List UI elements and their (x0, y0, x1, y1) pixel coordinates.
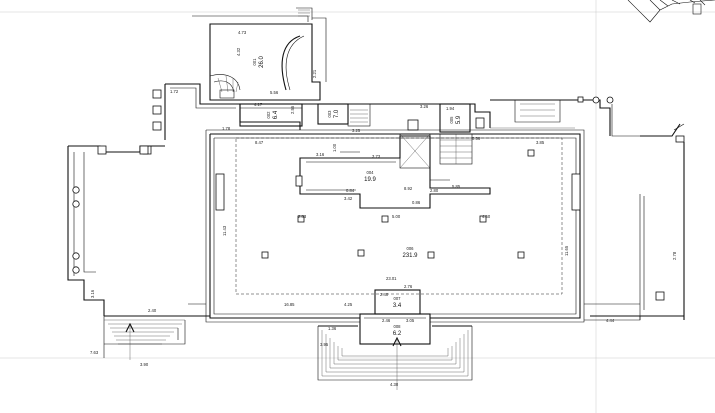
dimension: 0.56 (472, 136, 481, 141)
dimension: 3.85 (536, 140, 545, 145)
dimension: 2.40 (380, 292, 389, 297)
room-label-002: 002 6.4 (266, 110, 279, 119)
room-label-006: 006 231.9 (402, 246, 418, 259)
dimension: 8.92 (404, 186, 413, 191)
north-annex (192, 7, 327, 101)
dimension: 3.16 (316, 152, 325, 157)
left-terrace (67, 145, 165, 316)
room-area: 7.0 (334, 109, 340, 118)
room-label-007: 007 3.4 (393, 296, 402, 309)
dimension: 3.42 (344, 196, 353, 201)
room-number: 008 (394, 324, 402, 329)
right-upper-walls (490, 96, 640, 137)
room-labels: 001 26.0 002 6.4 003 7.0 004 19.9 005 5.… (252, 56, 462, 337)
dimension: 4.73 (238, 30, 247, 35)
hall-columns (261, 149, 535, 259)
dimension: 2.76 (404, 284, 413, 289)
dimension: 3.95 (320, 342, 329, 347)
dimension: 11.43 (222, 225, 227, 236)
room-number: 005 (449, 116, 454, 124)
dimension: 2.21 (312, 69, 317, 78)
room-label-001: 001 26.0 (252, 56, 265, 68)
bottom-edge (188, 303, 641, 321)
dimension: 3.25 (352, 128, 361, 133)
room-004-walls (295, 133, 491, 209)
room-area: 5.9 (456, 115, 462, 124)
dimension: 4.25 (344, 302, 353, 307)
room-area: 26.0 (259, 56, 265, 68)
left-stairs (103, 315, 210, 360)
dimension: 1.78 (222, 126, 231, 131)
room-area: 3.4 (393, 303, 402, 309)
room-label-005: 005 5.9 (449, 115, 462, 124)
room-number: 002 (266, 111, 271, 119)
room-number: 007 (394, 296, 402, 301)
dimension: 2.55 (290, 105, 295, 114)
dimension: 1.94 (446, 106, 455, 111)
room-area: 19.9 (364, 177, 376, 183)
room-number: 001 (252, 58, 257, 66)
room-area: 6.4 (273, 110, 279, 119)
dimension: 3.16 (90, 289, 95, 298)
room-area: 231.9 (402, 253, 418, 259)
room-label-003: 003 7.0 (327, 109, 340, 118)
dimension: 7.63 (90, 350, 99, 355)
core-strip (302, 103, 491, 165)
main-hall-walls (205, 129, 585, 323)
room-002-walls (239, 103, 303, 127)
dimension: 23.01 (386, 276, 397, 281)
dimension: 11.65 (564, 245, 569, 256)
dimension: 1.00 (332, 143, 337, 152)
dimension: 4.17 (254, 102, 263, 107)
room-number: 006 (407, 246, 415, 251)
right-outer-edge (590, 123, 685, 320)
dimension: 5.00 (392, 214, 401, 219)
dimension: 3.90 (140, 362, 149, 367)
room-area: 6.2 (393, 331, 402, 337)
dimension: 5.85 (452, 184, 461, 189)
dimension: 5.56 (270, 90, 279, 95)
dimension: 0.84 (346, 188, 355, 193)
dimension: 4.50 (482, 214, 491, 219)
room-label-004: 004 19.9 (364, 170, 376, 183)
south-stairs (317, 325, 473, 390)
dimension: 2.78 (672, 251, 677, 260)
dimension-labels: 4.73 4.32 5.56 2.21 4.17 2.55 3.26 1.94 … (90, 30, 677, 387)
room-label-008: 008 6.2 (393, 324, 402, 337)
corner-fragment (627, 0, 715, 23)
dimension: 2.80 (430, 188, 439, 193)
room-number: 004 (367, 170, 375, 175)
entrance-walls (359, 289, 431, 345)
dimension: 4.44 (606, 318, 615, 323)
room-number: 003 (327, 110, 332, 118)
dimension: 2.40 (148, 308, 157, 313)
dimension: 8.47 (255, 140, 264, 145)
dimension: 2.46 (382, 318, 391, 323)
dimension: 1.36 (328, 326, 337, 331)
dimension: 4.30 (390, 382, 399, 387)
dimension: 4.32 (236, 47, 241, 56)
dimension: 16.85 (284, 302, 295, 307)
dimension: 3.26 (420, 104, 429, 109)
dimension: 3.05 (406, 318, 415, 323)
dimension: 1.72 (170, 89, 179, 94)
dimension: 0.86 (412, 200, 421, 205)
dimension: 2.83 (298, 214, 307, 219)
dimension: 3.73 (372, 154, 381, 159)
